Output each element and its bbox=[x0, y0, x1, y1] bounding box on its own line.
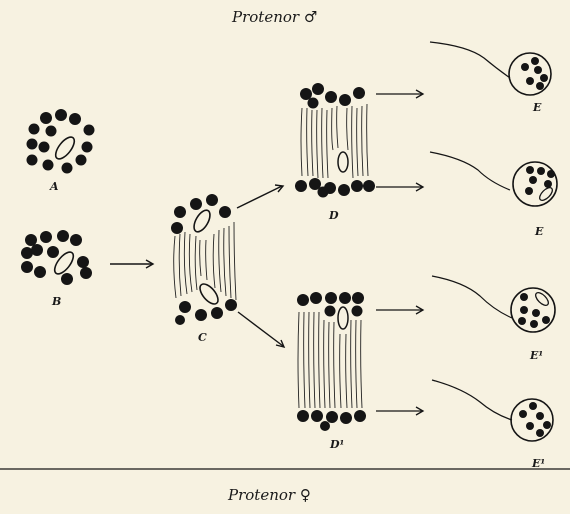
x-chromosome-d bbox=[338, 152, 348, 172]
label-d1: D¹ bbox=[330, 439, 344, 450]
sperm-e-second bbox=[430, 152, 557, 206]
sperm-e1-third-chromosomes bbox=[518, 293, 550, 328]
sperm-e-top-chromosomes bbox=[521, 57, 548, 90]
x-chromosome-c-bottom bbox=[197, 281, 222, 307]
sperm-e1-bottom bbox=[432, 380, 553, 441]
label-e1-third: E¹ bbox=[530, 350, 543, 361]
spindle-fibers-d1 bbox=[298, 312, 362, 408]
x-chromosome-a bbox=[52, 134, 77, 162]
x-chromosome-c-top bbox=[191, 208, 213, 235]
label-b: B bbox=[52, 296, 61, 307]
label-e-top: E bbox=[533, 102, 541, 113]
label-a: A bbox=[50, 181, 59, 192]
sperm-e-top bbox=[430, 42, 551, 95]
spindle-fibers-d bbox=[301, 104, 368, 178]
chromosome-group-c bbox=[171, 194, 237, 325]
sperm-e-second-x bbox=[538, 186, 555, 203]
spindle-fibers-c bbox=[174, 222, 236, 300]
label-e1-bottom: E¹ bbox=[532, 458, 545, 469]
arrow-b-to-c bbox=[110, 260, 153, 268]
arrows-d-to-e bbox=[376, 90, 423, 415]
arrow-c-to-d bbox=[237, 185, 283, 208]
chromosome-group-a bbox=[27, 109, 95, 174]
x-chromosome-d1 bbox=[338, 307, 348, 329]
label-e-second: E bbox=[535, 226, 543, 237]
arrow-c-to-d1 bbox=[238, 312, 284, 347]
sperm-e1-bottom-chromosomes bbox=[519, 402, 551, 437]
label-c: C bbox=[198, 332, 207, 343]
label-d: D bbox=[329, 210, 339, 221]
chromosome-group-b bbox=[21, 230, 92, 285]
sperm-e-second-chromosomes bbox=[525, 166, 555, 195]
